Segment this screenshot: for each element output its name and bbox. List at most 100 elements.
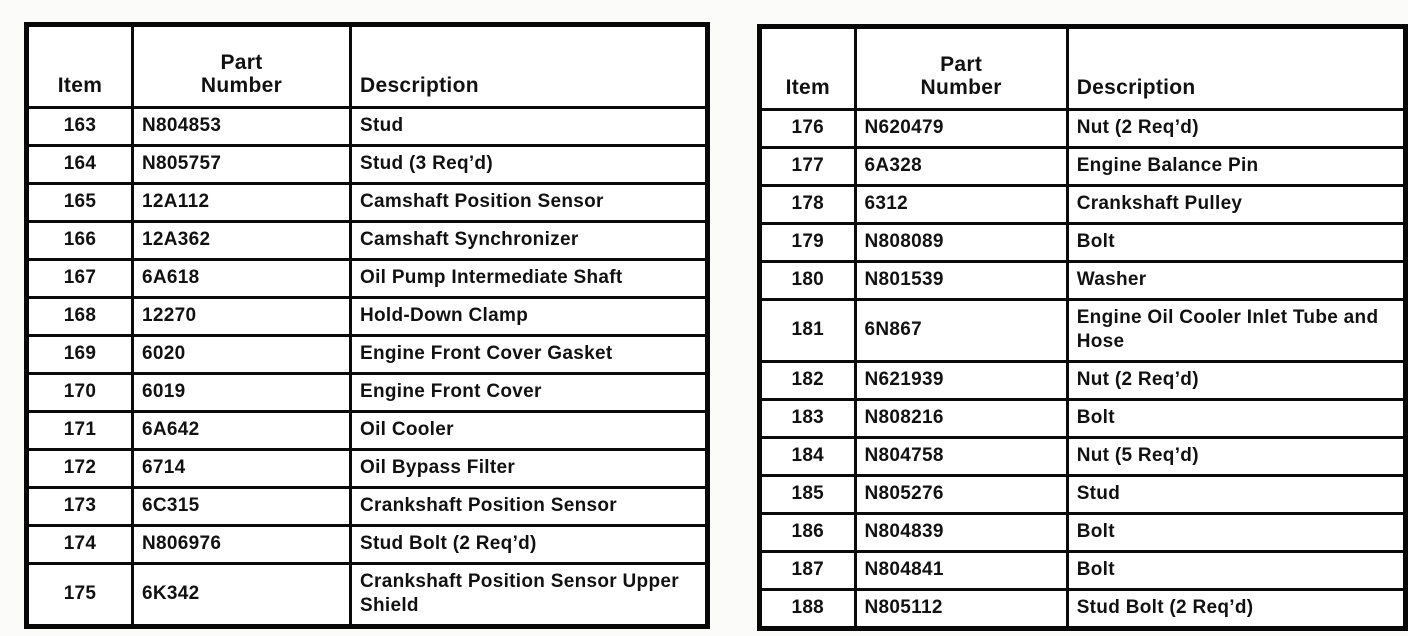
item-cell: 164 — [25, 144, 134, 185]
item-cell: 184 — [758, 436, 857, 477]
table-row: 181 6N867 Engine Oil Cooler Inlet Tube a… — [758, 298, 1408, 363]
table-row: 166 12A362 Camshaft Synchronizer — [25, 220, 709, 261]
part-number-cell: N804853 — [131, 106, 352, 147]
table-row: 184 N804758 Nut (5 Req’d) — [758, 436, 1408, 477]
description-cell: Camshaft Position Sensor — [349, 182, 709, 223]
part-number-cell: 6A642 — [131, 410, 352, 451]
part-number-cell: N804839 — [853, 512, 1069, 553]
part-number-cell: N620479 — [853, 108, 1069, 149]
description-cell: Crankshaft Pulley — [1065, 184, 1408, 225]
part-number-cell: N804841 — [853, 550, 1069, 591]
table-row: 168 12270 Hold-Down Clamp — [25, 296, 709, 337]
description-cell: Oil Bypass Filter — [349, 448, 709, 489]
table-row: 182 N621939 Nut (2 Req’d) — [758, 360, 1408, 401]
parts-table-right-wrap: Item Part Number Description 176 N620479… — [757, 24, 1408, 631]
table-row: 174 N806976 Stud Bolt (2 Req’d) — [25, 524, 709, 565]
item-cell: 182 — [758, 360, 857, 401]
parts-table-left-header: Item Part Number Description — [25, 23, 709, 109]
header-row: Item Part Number Description — [25, 23, 709, 109]
item-cell: 185 — [758, 474, 857, 515]
table-row: 178 6312 Crankshaft Pulley — [758, 184, 1408, 225]
item-column-header: Item — [25, 23, 134, 109]
part-number-cell: 6C315 — [131, 486, 352, 527]
description-cell: Stud Bolt (2 Req’d) — [349, 524, 709, 565]
item-cell: 171 — [25, 410, 134, 451]
description-cell: Bolt — [1065, 550, 1408, 591]
table-row: 185 N805276 Stud — [758, 474, 1408, 515]
table-row: 187 N804841 Bolt — [758, 550, 1408, 591]
part-number-cell: N806976 — [131, 524, 352, 565]
header-row: Item Part Number Description — [758, 25, 1408, 111]
part-number-column-header: Part Number — [131, 23, 352, 109]
table-row: 177 6A328 Engine Balance Pin — [758, 146, 1408, 187]
table-row: 179 N808089 Bolt — [758, 222, 1408, 263]
part-number-header-line1: Part — [220, 51, 263, 74]
part-number-cell: 6N867 — [853, 298, 1069, 363]
item-cell: 172 — [25, 448, 134, 489]
table-row: 188 N805112 Stud Bolt (2 Req’d) — [758, 588, 1408, 630]
item-cell: 173 — [25, 486, 134, 527]
item-cell: 187 — [758, 550, 857, 591]
description-cell: Stud — [349, 106, 709, 147]
description-cell: Engine Oil Cooler Inlet Tube and Hose — [1065, 298, 1408, 363]
description-cell: Nut (2 Req’d) — [1065, 108, 1408, 149]
item-column-header: Item — [758, 25, 857, 111]
part-number-cell: 6020 — [131, 334, 352, 375]
part-number-cell: N808216 — [853, 398, 1069, 439]
item-cell: 165 — [25, 182, 134, 223]
description-cell: Crankshaft Position Sensor — [349, 486, 709, 527]
description-cell: Engine Front Cover — [349, 372, 709, 413]
description-cell: Nut (5 Req’d) — [1065, 436, 1408, 477]
part-number-cell: N621939 — [853, 360, 1069, 401]
item-cell: 178 — [758, 184, 857, 225]
description-cell: Nut (2 Req’d) — [1065, 360, 1408, 401]
description-cell: Oil Cooler — [349, 410, 709, 451]
table-row: 176 N620479 Nut (2 Req’d) — [758, 108, 1408, 149]
description-cell: Bolt — [1065, 398, 1408, 439]
item-cell: 163 — [25, 106, 134, 147]
table-row: 183 N808216 Bolt — [758, 398, 1408, 439]
item-cell: 169 — [25, 334, 134, 375]
item-cell: 183 — [758, 398, 857, 439]
part-number-cell: N805757 — [131, 144, 352, 185]
description-column-header: Description — [349, 23, 709, 109]
parts-table-right-header: Item Part Number Description — [758, 25, 1408, 111]
part-number-column-header: Part Number — [853, 25, 1069, 111]
part-number-cell: N805276 — [853, 474, 1069, 515]
part-number-cell: 6019 — [131, 372, 352, 413]
item-cell: 180 — [758, 260, 857, 301]
item-cell: 166 — [25, 220, 134, 261]
item-cell: 167 — [25, 258, 134, 299]
part-number-cell: 12A362 — [131, 220, 352, 261]
parts-table-right: Item Part Number Description 176 N620479… — [757, 24, 1408, 631]
item-cell: 186 — [758, 512, 857, 553]
table-row: 175 6K342 Crankshaft Position Sensor Upp… — [25, 562, 709, 628]
description-cell: Camshaft Synchronizer — [349, 220, 709, 261]
description-cell: Engine Balance Pin — [1065, 146, 1408, 187]
description-cell: Washer — [1065, 260, 1408, 301]
item-cell: 188 — [758, 588, 857, 630]
table-row: 163 N804853 Stud — [25, 106, 709, 147]
description-cell: Bolt — [1065, 222, 1408, 263]
part-number-cell: 12270 — [131, 296, 352, 337]
description-cell: Crankshaft Position Sensor Upper Shield — [349, 562, 709, 628]
part-number-cell: 6A618 — [131, 258, 352, 299]
parts-table-left-body: 163 N804853 Stud 164 N805757 Stud (3 Req… — [25, 106, 709, 628]
item-cell: 174 — [25, 524, 134, 565]
item-cell: 177 — [758, 146, 857, 187]
part-number-cell: 6K342 — [131, 562, 352, 628]
description-cell: Stud Bolt (2 Req’d) — [1065, 588, 1408, 630]
parts-table-left-wrap: Item Part Number Description 163 N804853… — [24, 22, 710, 629]
description-cell: Bolt — [1065, 512, 1408, 553]
table-row: 173 6C315 Crankshaft Position Sensor — [25, 486, 709, 527]
part-number-header-line1: Part — [940, 53, 983, 76]
part-number-cell: 12A112 — [131, 182, 352, 223]
item-cell: 168 — [25, 296, 134, 337]
item-cell: 175 — [25, 562, 134, 628]
item-cell: 181 — [758, 298, 857, 363]
part-number-cell: 6A328 — [853, 146, 1069, 187]
part-number-cell: N808089 — [853, 222, 1069, 263]
description-cell: Hold-Down Clamp — [349, 296, 709, 337]
part-number-cell: N801539 — [853, 260, 1069, 301]
